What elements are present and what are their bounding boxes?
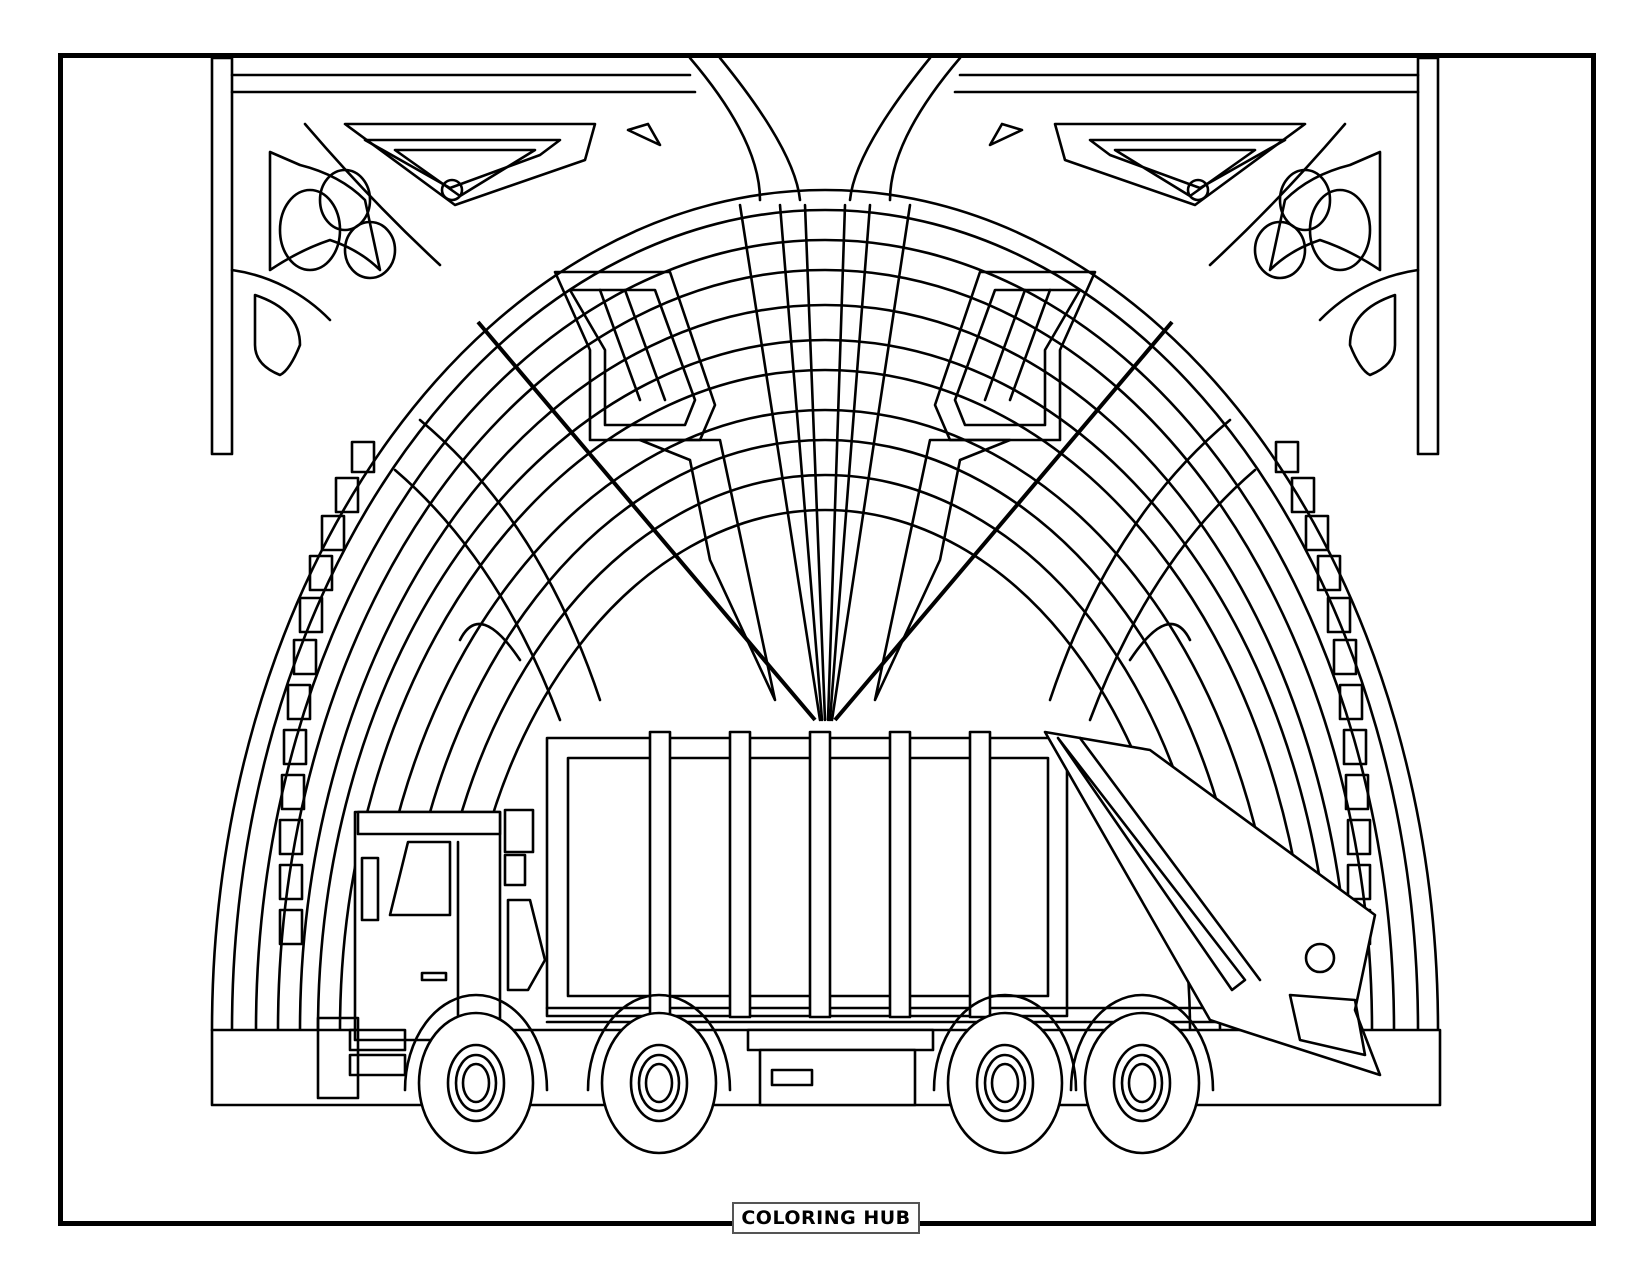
wheel-2 bbox=[586, 993, 732, 1155]
wheel-1 bbox=[403, 993, 549, 1155]
truck-cab bbox=[353, 810, 502, 1042]
sunburst-rays bbox=[393, 203, 1257, 722]
arch-bricks-left bbox=[278, 440, 376, 946]
wheel-3 bbox=[932, 993, 1078, 1155]
arch-bands bbox=[210, 188, 1440, 1032]
top-ornament bbox=[210, 56, 1440, 456]
truck-wheels bbox=[403, 993, 1215, 1155]
wheel-4 bbox=[1069, 993, 1215, 1155]
garbage-truck bbox=[316, 730, 1382, 1107]
coloring-hub-logo: COLORING HUB bbox=[732, 1202, 920, 1234]
truck-tailgate bbox=[1043, 730, 1382, 1077]
logo-text: COLORING HUB bbox=[741, 1207, 911, 1229]
